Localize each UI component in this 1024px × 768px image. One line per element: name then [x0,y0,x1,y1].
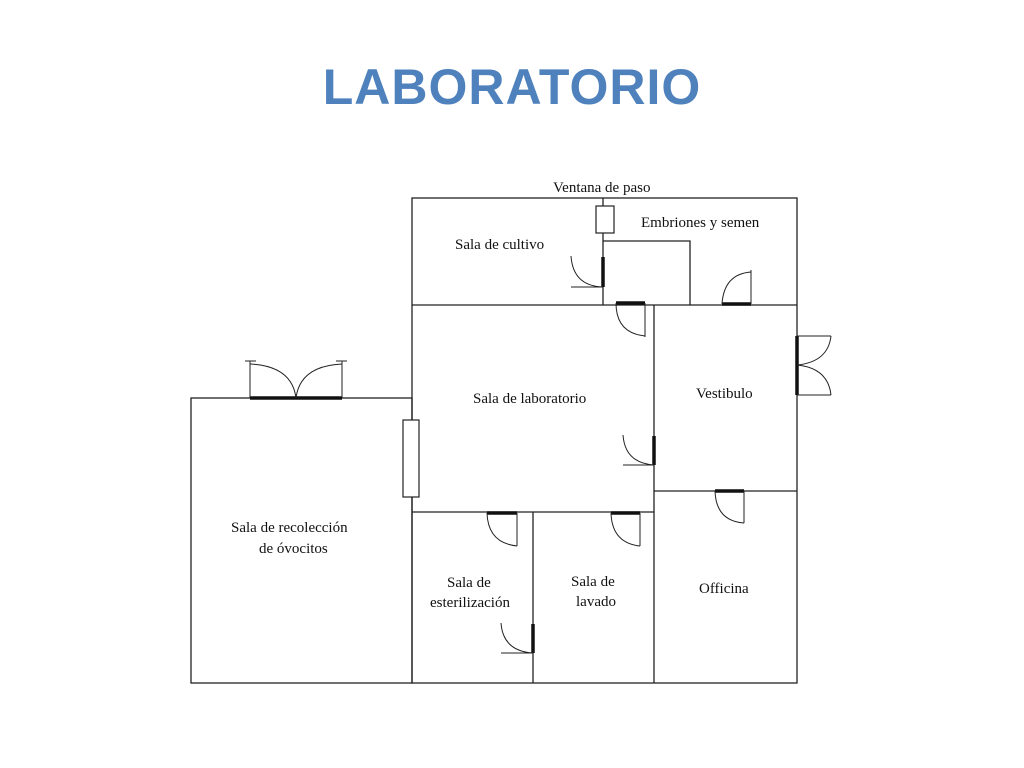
label-esterilizacion-2: esterilización [430,595,510,611]
label-ventana: Ventana de paso [553,180,650,196]
door-esterilizacion-top [486,511,518,547]
door-cultivo [570,255,605,288]
double-door-vestibulo [795,335,832,396]
label-laboratorio: Sala de laboratorio [473,391,586,407]
page-title: LABORATORIO [322,59,702,115]
double-door-recoleccion [245,360,347,400]
label-lavado-1: Sala de [571,574,615,590]
door-laboratorio-vestibulo [622,434,656,466]
door-lavado-top [610,511,641,547]
label-embriones: Embriones y semen [641,215,760,231]
door-embriones [721,270,752,306]
sliding-window [402,419,420,498]
label-oficina: Officina [699,581,749,597]
door-laboratorio-top [615,301,646,337]
label-esterilizacion-1: Sala de [447,575,491,591]
label-vestibulo: Vestibulo [696,386,753,402]
label-cultivo: Sala de cultivo [455,237,544,253]
door-esterilizacion-lavado [500,622,535,654]
pass-through-window [595,205,615,234]
label-lavado-2: lavado [576,594,616,610]
door-oficina [714,489,745,524]
label-recoleccion-2: de óvocitos [259,541,328,557]
label-recoleccion-1: Sala de recolección [231,520,348,536]
